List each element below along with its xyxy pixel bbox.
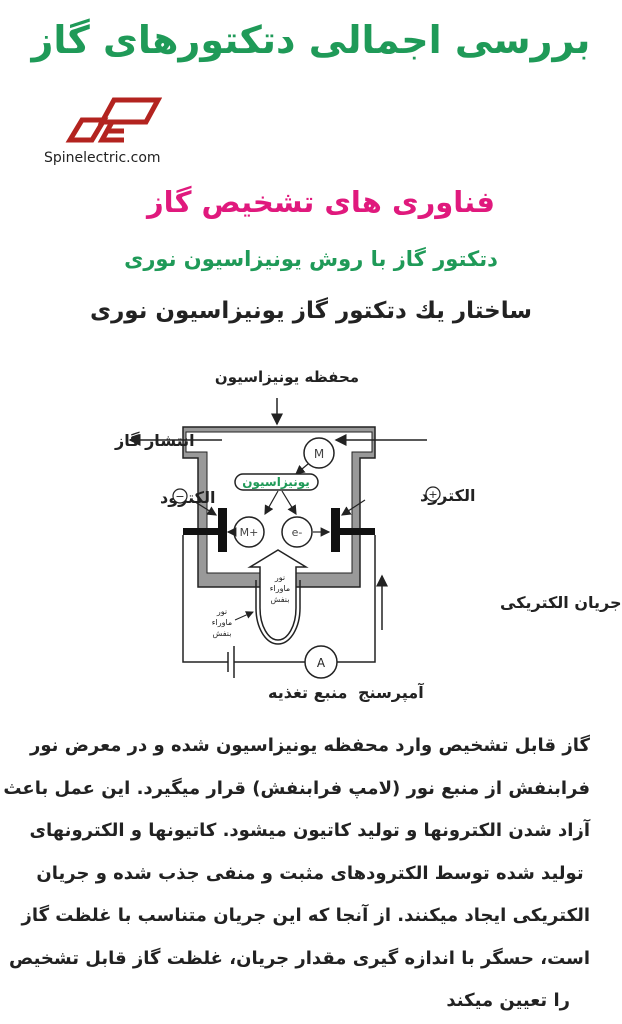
minus-icon (172, 488, 188, 504)
electron-symbol: e- (292, 526, 303, 539)
section-subheading: دتکتور گاز با روش یونیزاسیون نوری (124, 247, 498, 271)
chamber-label: محفظه یونیزاسیون (215, 368, 359, 386)
plus-icon (425, 486, 441, 502)
ammeter-symbol: A (317, 656, 326, 670)
ionization-pill (234, 473, 319, 491)
paragraph-line: فرابنفش از منبع نور (لامپ فرابنفش) قرار … (3, 777, 590, 799)
ammeter-label: آمپرسنج (358, 682, 424, 703)
current-label: جریان الکتریکی (500, 593, 622, 612)
paragraph-line: تولید شده توسط الکترودهای مثبت و منفی جذ… (36, 862, 584, 884)
uv-outer-label: بنفش (213, 629, 232, 638)
cation-symbol: M+ (240, 526, 259, 539)
ammeter-icon (304, 645, 338, 679)
diagram-heading: ساختار یك دتکتور گاز یونیزاسیون نوری (89, 298, 532, 324)
uv-arrow (247, 549, 309, 641)
website-label: Spinelectric.com (44, 150, 161, 166)
power-supply-label: منبع تغذیه (268, 683, 347, 702)
negative-electrode-label: الکترود (160, 488, 215, 507)
paragraph-line: الکتریکی ایجاد میکنند. از آنجا که این جر… (21, 905, 590, 926)
paragraph-line: است، حسگر با اندازه گیری مقدار جریان، غل… (9, 947, 590, 969)
molecule-circle (303, 437, 335, 469)
plus-sign: + (428, 488, 437, 501)
circuit-wire (182, 535, 376, 663)
paragraph-line: را تعیین میکند (446, 990, 570, 1011)
logo (62, 96, 163, 150)
molecule-symbol: M (314, 447, 324, 461)
uv-inner-label: نور (274, 573, 285, 582)
uv-lamp (255, 580, 301, 645)
electron-circle (281, 516, 313, 548)
uv-inner-label: ماوراء (270, 584, 290, 593)
description-paragraph: گاز قابل تشخیص وارد محفظه یونیزاسیون شده… (3, 725, 590, 1023)
paragraph-line: آزاد شدن الکترونها و تولید کاتیون میشود.… (29, 820, 590, 841)
paragraph-line: گاز قابل تشخیص وارد محفظه یونیزاسیون شده… (30, 735, 590, 756)
gas-out-label: انتشار گاز (114, 431, 195, 450)
uv-inner-label: بنفش (271, 595, 290, 604)
section-heading: فناوری های تشخیص گاز (146, 185, 496, 219)
uv-outer-label: ماوراء (212, 618, 232, 627)
minus-sign: − (175, 490, 184, 503)
ionization-label: یونیزاسیون (242, 475, 309, 490)
page-title: بررسی اجمالی دتکتورهای گاز (31, 18, 591, 62)
ionization-detector-diagram: محفظه یونیزاسیون انتشار گاز M یونیزاسیون… (114, 368, 622, 703)
uv-outer-label: نور (216, 607, 227, 616)
